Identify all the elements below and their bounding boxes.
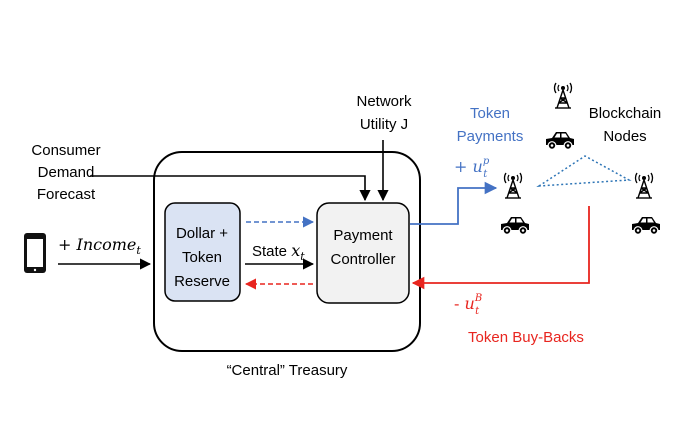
forecast-arrow	[90, 175, 371, 202]
car-icon	[545, 131, 575, 150]
state-label: State xt	[252, 241, 305, 263]
network-label-line1: Network	[356, 93, 412, 110]
controller-box	[316, 202, 410, 304]
car-icon	[631, 216, 661, 235]
token-payments-label-line2: Payments	[457, 128, 524, 145]
treasury-box	[153, 151, 421, 352]
blockchain-label-line2: Nodes	[603, 128, 646, 145]
treasury-label: “Central” Treasury	[227, 362, 348, 379]
buybacks-label: Token Buy-Backs	[468, 329, 584, 346]
consumer-label-line3: Forecast	[37, 186, 96, 203]
tower-icon	[503, 172, 523, 199]
income-label: + Incomet	[58, 235, 141, 257]
reserve-label-line1: Dollar +	[176, 225, 228, 242]
controller-label-line2: Controller	[330, 251, 395, 268]
network-triangle	[536, 155, 632, 187]
blockchain-label-line1: Blockchain	[589, 105, 662, 122]
network-label-line2: Utility J	[360, 116, 408, 133]
tower-icon	[634, 172, 654, 199]
token-payments-arrow	[410, 181, 498, 225]
consumer-label-line1: Consumer	[31, 142, 100, 159]
token-payments-label-line1: Token	[470, 105, 510, 122]
buybacks-arrow	[411, 206, 590, 290]
car-icon	[500, 216, 530, 235]
reserve-label-line3: Reserve	[174, 273, 230, 290]
controller-label-line1: Payment	[333, 227, 393, 244]
reserve-box	[164, 202, 241, 302]
tower-icon	[553, 82, 573, 109]
phone-icon	[24, 233, 46, 273]
reserve-label-line2: Token	[182, 249, 222, 266]
consumer-label-line2: Demand	[38, 164, 95, 181]
